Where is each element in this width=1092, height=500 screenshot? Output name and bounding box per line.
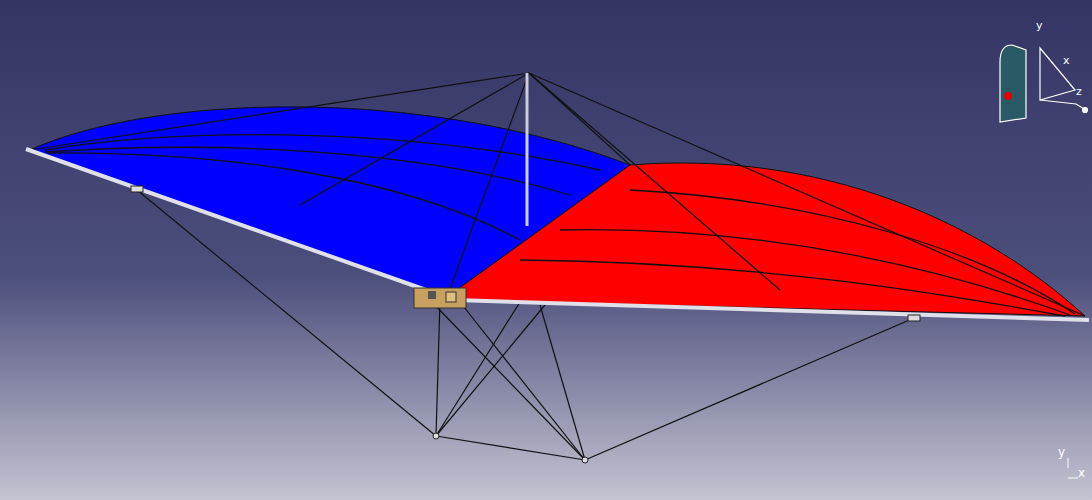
king-post — [526, 73, 529, 226]
rigging-wires — [30, 73, 1085, 460]
axis-triad — [1068, 458, 1078, 478]
axis-label: x — [1063, 55, 1070, 67]
leading-edge-tube — [26, 149, 446, 297]
right-sail — [447, 163, 1085, 316]
axis-label: x — [1078, 467, 1085, 479]
orientation-compass — [1000, 45, 1088, 122]
battens — [45, 135, 1075, 316]
axis-label: y — [1058, 446, 1065, 458]
axis-label: y — [1036, 20, 1043, 32]
fittings — [131, 186, 920, 463]
leading-edge-tube — [455, 300, 1089, 320]
axis-label: z — [1076, 86, 1082, 98]
nose-fitting — [414, 288, 466, 308]
